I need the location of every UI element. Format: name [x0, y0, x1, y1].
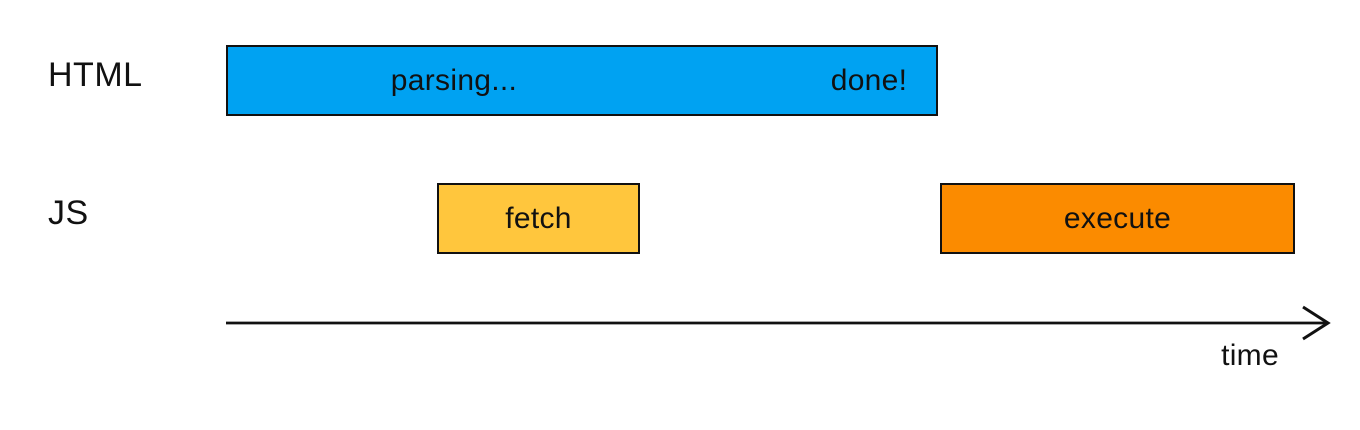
time-axis-arrow [226, 305, 1331, 341]
done-label: done! [830, 63, 908, 97]
html-row-label: HTML [48, 56, 143, 94]
js-row-label: JS [48, 194, 89, 232]
fetch-label: fetch [505, 201, 572, 235]
parsing-label: parsing... [390, 63, 518, 97]
time-axis-label: time [1221, 339, 1279, 372]
js-fetch-bar: fetch [437, 183, 640, 254]
html-parsing-bar: parsing... done! [226, 45, 938, 116]
execute-label: execute [1063, 201, 1172, 235]
js-execute-bar: execute [940, 183, 1295, 254]
